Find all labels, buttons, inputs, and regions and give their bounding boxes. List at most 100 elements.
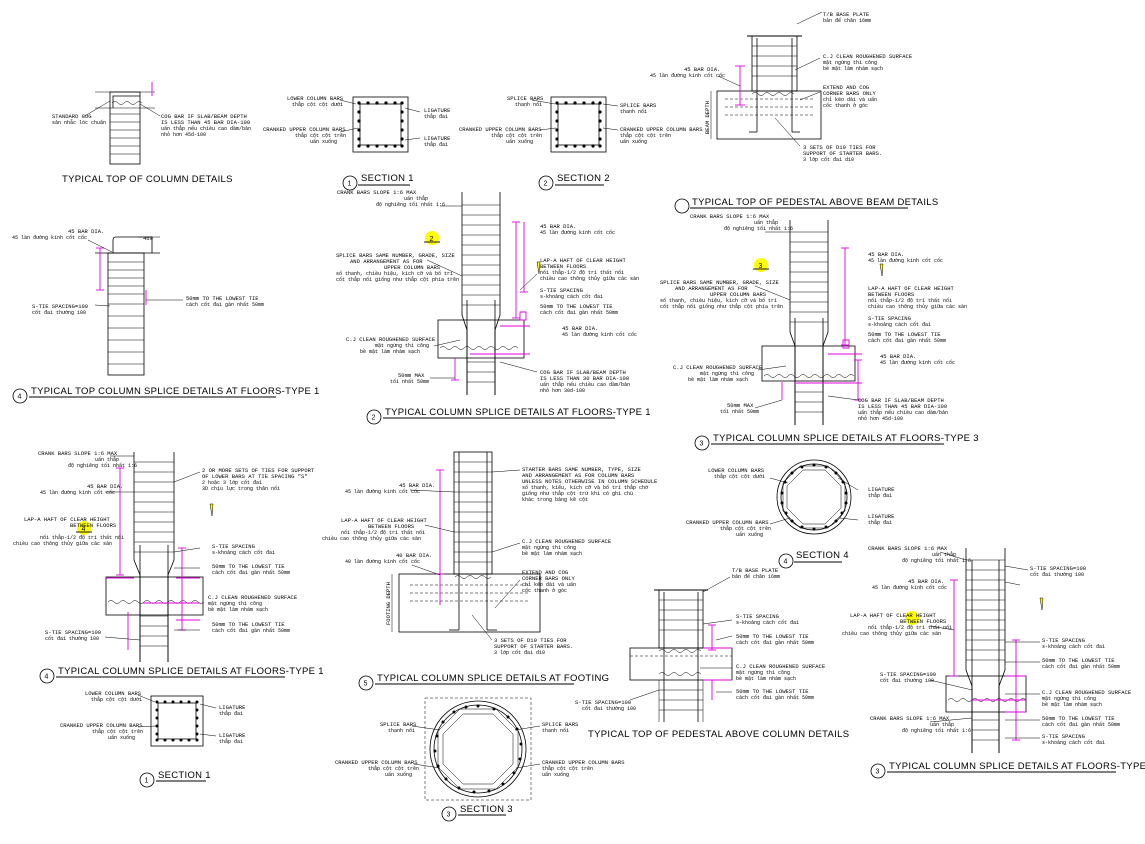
detail-title: SECTION 1 bbox=[158, 770, 211, 781]
note: 50mm TO THE LOWEST TIE bbox=[736, 688, 809, 695]
note: nối thẳp-1/2 độ trí thất nối bbox=[540, 269, 624, 276]
note: SPLICE BARS bbox=[542, 721, 579, 728]
note: cốt đai thường 100 bbox=[880, 678, 934, 684]
note: C.J CLEAN ROUGHENED SURFACE bbox=[208, 594, 298, 601]
note: uấn xuống bbox=[385, 772, 412, 778]
note: 45 lần đường kính cốt cốc bbox=[868, 258, 943, 264]
note: LIGATURE bbox=[219, 732, 246, 739]
note: 50mm TO THE LOWEST TIE bbox=[1042, 657, 1115, 664]
detail-title: TYPICAL COLUMN SPLICE DETAILS AT FLOORS-… bbox=[385, 407, 651, 418]
note: S-TIE SPACING bbox=[736, 613, 779, 620]
note: LOWER COLUMN BARS bbox=[85, 690, 142, 697]
note: uấn xuống bbox=[542, 772, 569, 778]
note: BETWEEN FLOORS bbox=[368, 523, 415, 530]
section-4: LOWER COLUMN BARS thẳp cột cột dưới LIGA… bbox=[686, 459, 895, 569]
note: mặt ngừng thi công bbox=[736, 670, 790, 676]
note: uấn thẳp nếu chiều cao dầm/bản bbox=[161, 125, 251, 132]
note: S-TIE SPACING bbox=[212, 543, 255, 550]
note: S-TIE SPACING bbox=[540, 287, 583, 294]
note: số thanh, kiểu, kích cỡ và bố trí thẳp c… bbox=[522, 484, 649, 491]
note: 45 BAR DIA. bbox=[540, 223, 576, 230]
note: 45 lần đường kính cốt cốc bbox=[562, 332, 637, 338]
note: 3 lớp cốt đai d10 bbox=[494, 650, 545, 656]
note: SPLICE BARS bbox=[620, 102, 657, 109]
note: 460 bbox=[143, 235, 153, 242]
section-1-bottom: LOWER COLUMN BARS thẳp cột cột dưới LIGA… bbox=[60, 690, 246, 788]
note: cách cốt đai gần nhất 50mm bbox=[1042, 664, 1120, 670]
note: cách cốt đai gần nhất 50mm bbox=[212, 570, 290, 576]
note: T/B BASE PLATE bbox=[732, 567, 779, 574]
note: tối nhất 50mm bbox=[720, 409, 759, 415]
note: thẳp cột cột trên bbox=[92, 728, 143, 735]
note: uấn xuống bbox=[506, 139, 533, 145]
column-splice-type1-right: CRANK BARS SLOPE 1:6 MAX uấn thẳp độ ngh… bbox=[842, 545, 1145, 779]
note: S-TIE SPACING=100 bbox=[45, 629, 101, 636]
note: 40 lần đường kính cốt cốc bbox=[345, 559, 420, 565]
note: 50mm TO THE LOWEST TIE bbox=[736, 633, 809, 640]
note: CRANK BARS SLOPE 1:6 MAX bbox=[868, 545, 948, 552]
note: STARTER BARS SAME NUMBER, TYPE, SIZE bbox=[522, 466, 642, 473]
note: CRANK BARS SLOPE 1:6 MAX bbox=[337, 189, 417, 196]
note: LIGATURE bbox=[424, 107, 451, 114]
detail-title: TYPICAL TOP OF PEDESTAL ABOVE BEAM DETAI… bbox=[692, 197, 938, 208]
note: uấn thẳp nếu chiều cao dầm/bản bbox=[858, 409, 948, 416]
note: AND ARRANGEMENT AS FOR COLUMN BARS bbox=[522, 472, 635, 479]
note: LIGATURE bbox=[868, 513, 895, 520]
note: 45 lần đường kính cốt cốc bbox=[40, 490, 115, 496]
note: LIGATURE bbox=[868, 486, 895, 493]
note: bề mặt làm nhám sạch bbox=[360, 349, 420, 355]
note: thẳp đai bbox=[424, 141, 448, 148]
note: cách cốt đai gần nhất 50mm bbox=[736, 640, 814, 646]
note: thẳp cột cột trên bbox=[720, 525, 771, 532]
note: LAP-A HAFT OF CLEAR HEIGHT bbox=[341, 517, 428, 524]
note: cốc thanh ở góc bbox=[823, 102, 868, 109]
note: thẳp cột cột dưới bbox=[714, 473, 765, 480]
note: thẳp cột cột dưới bbox=[91, 696, 142, 703]
note: 2 OR MORE SETS OF TIES FOR SUPPORT bbox=[202, 467, 315, 474]
note: 50mm TO THE LOWEST TIE bbox=[212, 621, 285, 628]
note: LAP-A HAFT OF CLEAR HEIGHT bbox=[868, 285, 955, 292]
note: mặt ngừng thi công bbox=[823, 60, 877, 66]
top-column-splice-type1: 45 BAR DIA. 45 lần đường kính cốt cốc 46… bbox=[12, 228, 319, 404]
detail-title: TYPICAL TOP OF PEDESTAL ABOVE COLUMN DET… bbox=[588, 729, 849, 740]
note: nhỏ hơn 45d-100 bbox=[858, 415, 903, 422]
note: số thanh, chiều hiệu, kích cỡ và bố trí bbox=[660, 298, 777, 304]
note: CRANK BARS SLOPE 1:6 MAX bbox=[870, 715, 950, 722]
note: 40 BAR DIA. bbox=[396, 552, 432, 559]
note: độ nghiêng tối nhất 1:6 bbox=[902, 558, 971, 564]
column-splice-type3: 3 CRANK BARS SLOPE 1:6 MAX uấn thẳp độ n… bbox=[660, 213, 978, 451]
note: COG BAR IF SLAB/BEAM DEPTH bbox=[858, 397, 944, 404]
note: chỉ kéo dài và uấn bbox=[522, 581, 576, 588]
note: chỉ kéo dài và uấn bbox=[823, 96, 877, 103]
note: bề mặt làm nhám sạch bbox=[208, 607, 268, 613]
note: sản nhẫc lóc chuẩn bbox=[52, 119, 106, 126]
note: BETWEEN FLOORS bbox=[540, 263, 587, 270]
detail-number: 1 bbox=[348, 181, 352, 188]
note: s-khoảng cách cốt đai bbox=[1042, 644, 1105, 650]
note: STANDARD COG bbox=[52, 113, 92, 120]
detail-number: 2 bbox=[544, 181, 548, 188]
note: 45 BAR DIA. bbox=[908, 578, 944, 585]
note: LAP-A HAFT OF CLEAR HEIGHT bbox=[850, 612, 937, 619]
note: SPLICE BARS SAME NUMBER, GRADE, SIZE bbox=[336, 252, 456, 259]
note: CRANKED UPPER COLUMN BARS bbox=[335, 759, 418, 766]
note: CORNER BARS ONLY bbox=[823, 90, 877, 97]
note: nhỏ hơn 30d-100 bbox=[540, 387, 585, 394]
note: bề mặt làm nhám sạch bbox=[688, 377, 748, 383]
note: độ nghiêng tối nhất 1:6 bbox=[68, 463, 137, 469]
note: cốt đai thường 100 bbox=[45, 636, 99, 642]
note: S-TIE SPACING bbox=[868, 315, 911, 322]
note: uấn xuống bbox=[310, 139, 337, 145]
note: C.J CLEAN ROUGHENED SURFACE bbox=[736, 663, 826, 670]
note: mặt ngừng thi công bbox=[522, 545, 576, 551]
note: CRANKED UPPER COLUMN BARS bbox=[60, 722, 143, 729]
note: cốt đai thường 100 bbox=[32, 310, 86, 316]
note: s-khoảng cách cốt đai bbox=[736, 620, 799, 626]
note: bề mặt làm nhám sạch bbox=[823, 66, 883, 72]
column-splice-type1-left: 4 CRANK BARS SLOPE 1:6 MAX uấn thẳp độ n… bbox=[13, 450, 323, 684]
note: LOWER COLUMN BARS bbox=[708, 467, 765, 474]
note: uấn thẳp bbox=[404, 195, 428, 202]
note: BETWEEN FLOORS bbox=[70, 522, 117, 529]
note: thẳp đai bbox=[219, 738, 243, 745]
detail-title: SECTION 4 bbox=[796, 550, 849, 561]
